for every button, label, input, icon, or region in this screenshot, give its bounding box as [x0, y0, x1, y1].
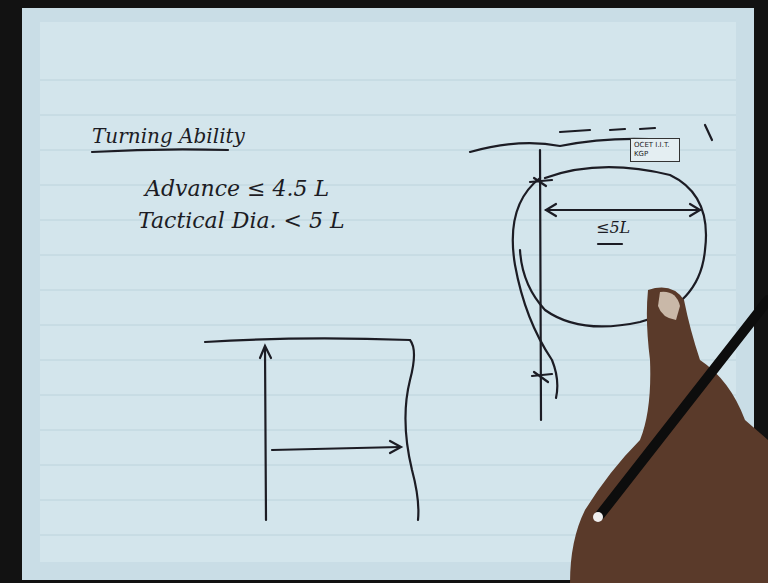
slide-title: Turning Ability: [92, 124, 245, 148]
formula-text: Tactical Dia. < 5 L: [138, 208, 345, 233]
logo-box: OCET I.I.T. KGP: [630, 138, 680, 162]
formula-text: Advance ≤ 4.5 L: [145, 176, 329, 201]
dimension-label: ≤5L: [596, 218, 630, 237]
logo-text: OCET I.I.T. KGP: [634, 141, 676, 159]
